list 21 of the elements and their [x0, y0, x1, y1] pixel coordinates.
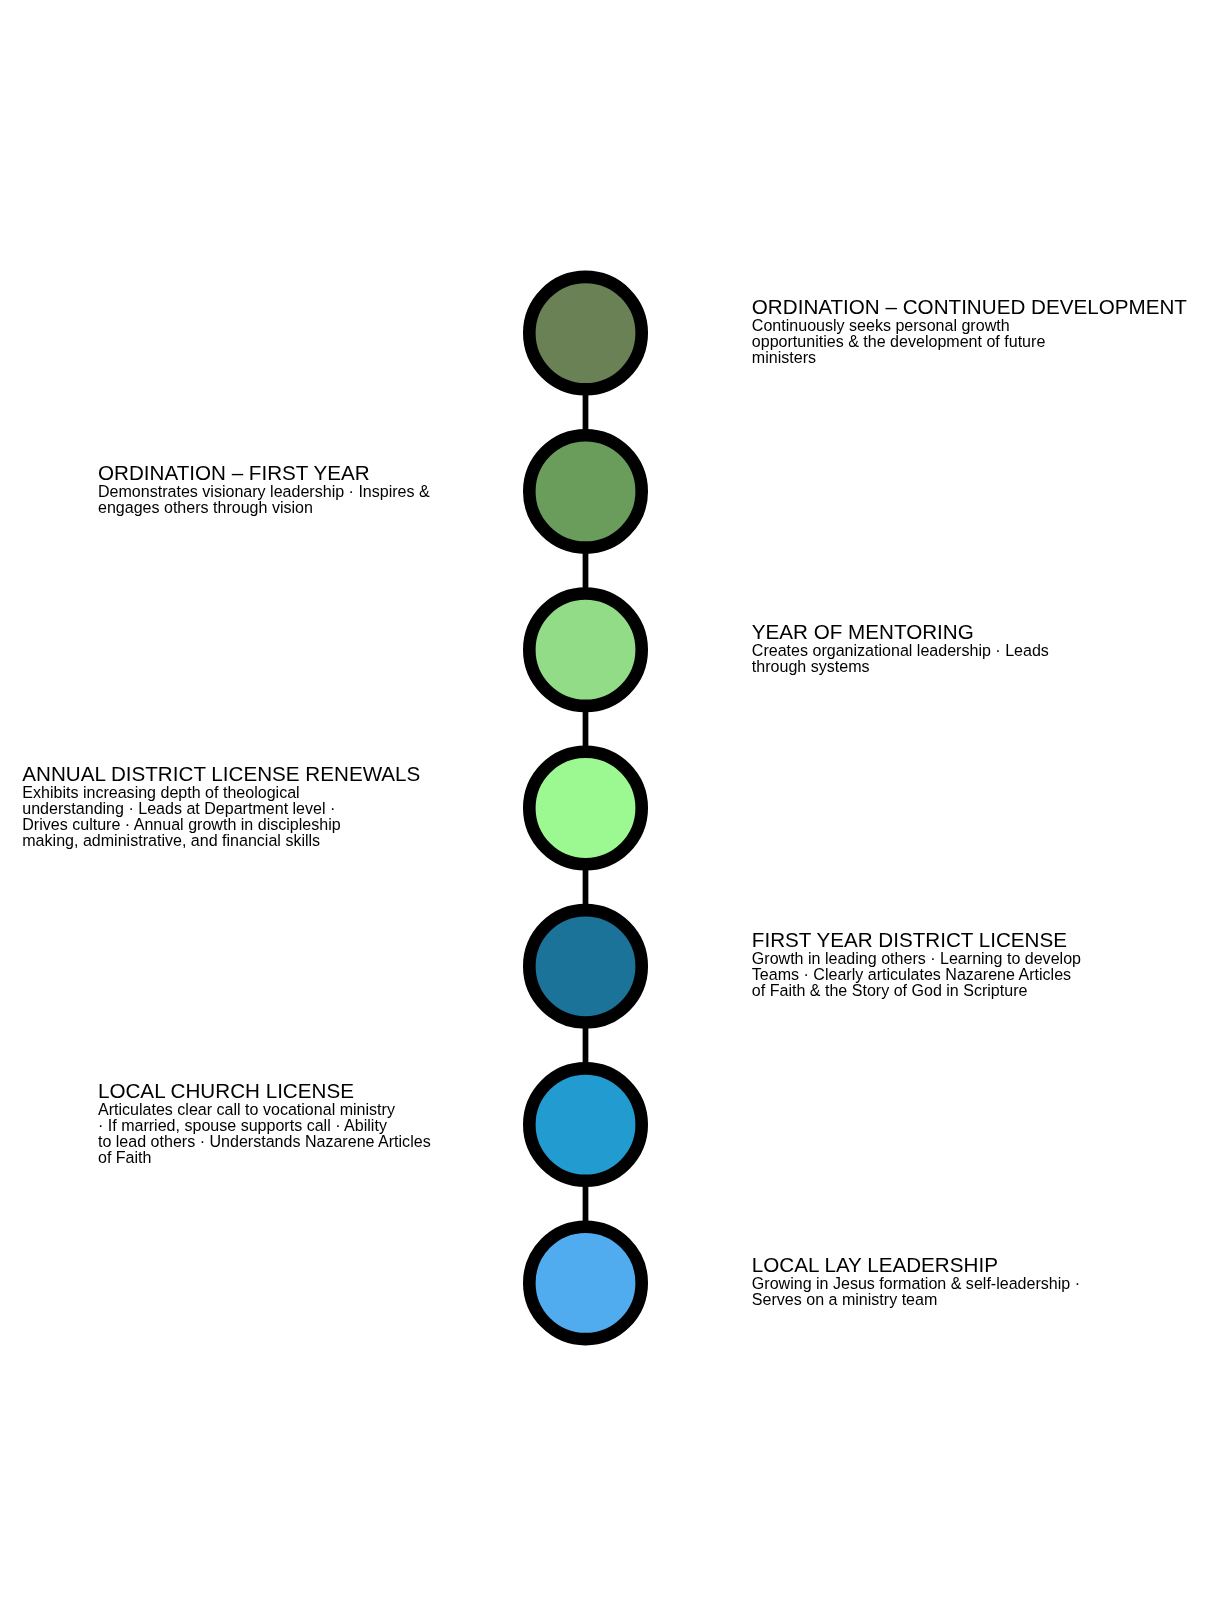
node-circle	[523, 428, 648, 554]
node-label: Demonstrates visionary leadership · Inspires & engages others through vision	[97, 481, 430, 516]
node-label: Continuously seeks personal growth opportunities & the development of future ministers	[751, 315, 1046, 366]
node-label: ORDINATION – FIRST YEAR	[97, 460, 370, 484]
node-circle	[523, 745, 648, 870]
node-label: ORDINATION – CONTINUED DEVELOPMENT	[751, 294, 1187, 318]
node-label: Articulates clear call to vocational ministry · If married, spouse supports call · Ability to lead others · Understands Nazarene Articles of Faith	[97, 1099, 431, 1166]
node-circle	[523, 1061, 648, 1187]
node-label: LOCAL CHURCH LICENSE	[97, 1078, 354, 1102]
node-label: LOCAL LAY LEADERSHIP	[751, 1252, 998, 1276]
node-label: YEAR OF MENTORING	[751, 619, 974, 643]
node-circle	[523, 903, 648, 1029]
node-label: ANNUAL DISTRICT LICENSE RENEWALS	[22, 761, 421, 785]
node-label: Exhibits increasing depth of theological understanding · Leads at Department level · Drives culture · Annual growth in discipleship making, administrative, and financial skills	[22, 782, 341, 849]
node-label: FIRST YEAR DISTRICT LICENSE	[751, 927, 1068, 951]
node-circle	[523, 586, 648, 712]
node-label: Growing in Jesus formation & self-leadership · Serves on a ministry team	[751, 1273, 1081, 1308]
node-circle	[523, 1219, 648, 1345]
node-label: Creates organizational leadership · Leads through systems	[751, 640, 1049, 675]
node-label: Growth in leading others · Learning to develop Teams · Clearly articulates Nazarene Articles of Faith & the Story of God in Scripture	[751, 948, 1081, 999]
node-circle	[523, 270, 648, 396]
